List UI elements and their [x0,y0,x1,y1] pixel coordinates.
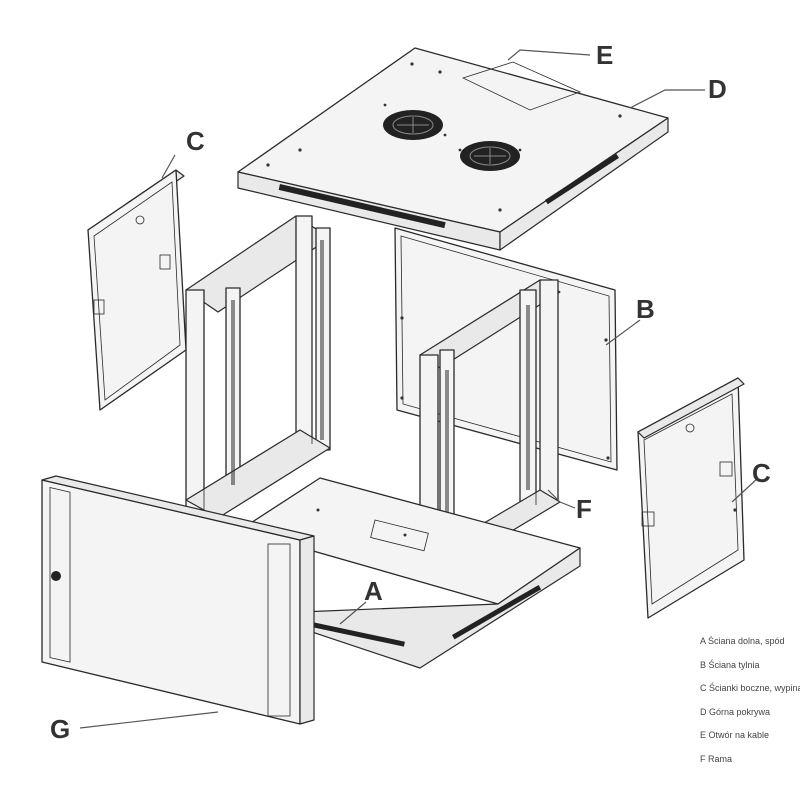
callout-f: F [576,494,592,524]
cable-opening [461,61,582,111]
legend-item-e: E Otwór na kable [700,730,770,740]
callout-e: E [596,40,613,70]
bottom-wall [239,477,581,669]
left-side-panel [87,169,187,411]
leader-lines [79,49,759,729]
right-frame-holes [445,305,530,560]
callout-a: A [364,576,383,606]
top-cover-front-vent [278,183,446,229]
right-side-panel [637,377,745,619]
fan-left [383,110,443,140]
door-lock-icon [51,571,61,581]
bottom-wall-front-vent [310,622,405,647]
legend: A Ściana dolna, spód B Ściana tylnia C Ś… [700,636,800,777]
legend-item-c: C Ścianki boczne, wypinane [700,683,800,693]
callout-b: B [636,294,655,324]
callout-g: G [50,714,70,744]
legend-item-a: A Ściana dolna, spód [700,636,785,646]
front-door [41,475,315,725]
fan-right [460,141,520,171]
top-cover-side-vent [545,153,620,205]
legend-item-d: D Górna pokrywa [700,706,771,717]
callout-c-right: C [752,458,771,488]
left-frame [185,215,331,519]
bottom-wall-side-vent [452,585,542,640]
top-cover [237,47,669,251]
callout-c-left: C [186,126,205,156]
callout-d: D [708,74,727,104]
legend-item-b: B Ściana tylnia [700,659,760,670]
left-frame-holes [231,240,324,485]
legend-item-f: F Rama [700,753,733,764]
